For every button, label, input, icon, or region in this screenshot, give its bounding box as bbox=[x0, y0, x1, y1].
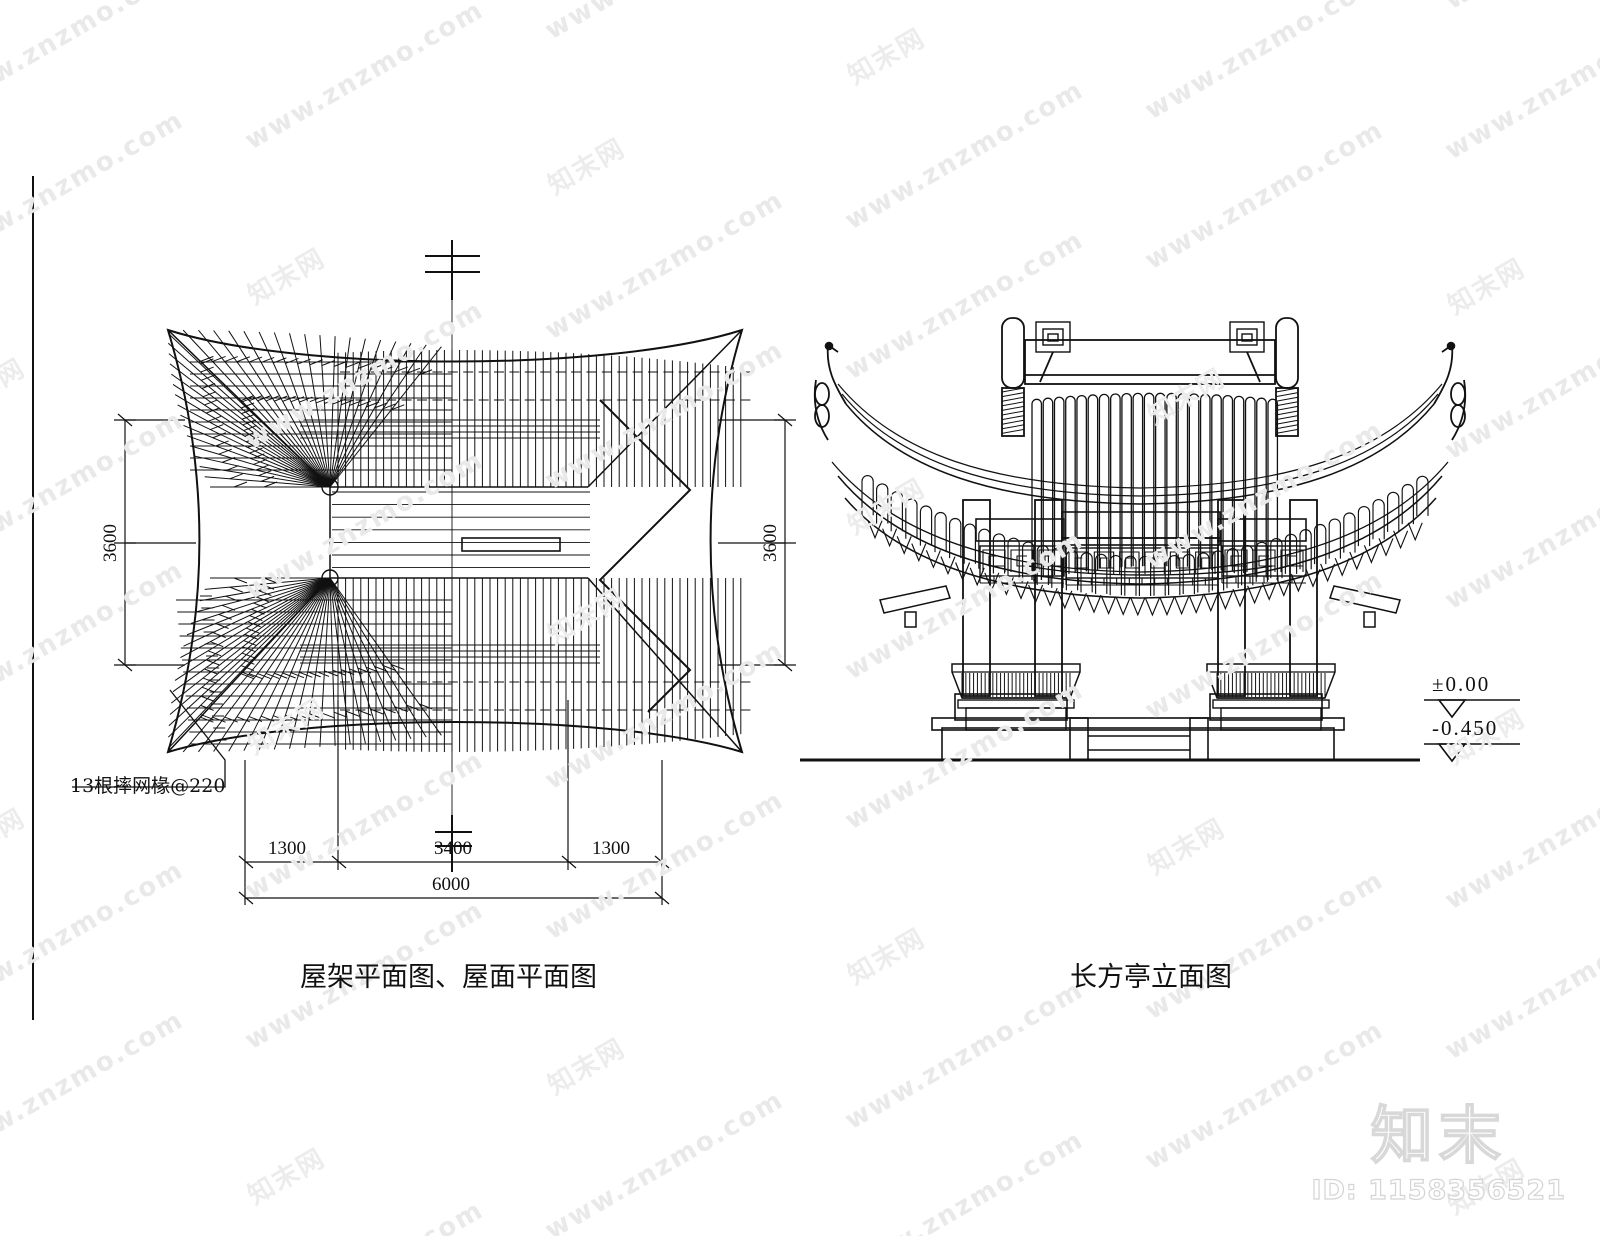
roof-outline bbox=[166, 328, 744, 754]
dim-3600-right: 3600 bbox=[760, 524, 781, 562]
column-plinths bbox=[954, 693, 1323, 721]
dim-6000-total: 6000 bbox=[432, 874, 470, 895]
columns bbox=[962, 499, 1318, 697]
drip-tile-row bbox=[867, 520, 1423, 617]
plan-centerline-axis bbox=[425, 240, 480, 872]
dim-3600-left: 3600 bbox=[100, 524, 121, 562]
roof-assembly bbox=[831, 383, 1449, 599]
ridge-post-hatching bbox=[1001, 387, 1299, 434]
fan-rafters-upper bbox=[167, 329, 452, 488]
architrave-beams bbox=[975, 511, 1307, 546]
roof-tile-ribs bbox=[1027, 392, 1279, 581]
roof-fold-lines bbox=[598, 399, 692, 713]
elevation-drawing bbox=[800, 317, 1520, 762]
podium-base bbox=[931, 717, 1345, 761]
dim-1300-left: 1300 bbox=[268, 838, 306, 859]
bench-railing-right bbox=[1206, 663, 1336, 731]
eave-tile-row bbox=[861, 475, 1429, 596]
dim-horizontal-chain bbox=[238, 700, 670, 905]
level-marker-0 bbox=[1424, 699, 1520, 718]
roof-plan-title: 屋架平面图、屋面平面图 bbox=[300, 962, 597, 993]
elevation-title: 长方亭立面图 bbox=[1070, 962, 1232, 993]
dim-1300-right: 1300 bbox=[592, 838, 630, 859]
roof-plan-drawing bbox=[72, 240, 796, 905]
roof-hip-lines bbox=[167, 329, 743, 753]
upturned-eave-horns bbox=[813, 341, 1467, 441]
dim-vertical-right bbox=[718, 413, 796, 672]
level-label-zero: ±0.00 bbox=[1432, 672, 1491, 696]
bench-railing-left bbox=[951, 663, 1081, 731]
dim-vertical-left bbox=[114, 413, 196, 672]
purlin-bands bbox=[300, 300, 600, 815]
rafter-note: 13根摔网椽@220 bbox=[70, 775, 226, 797]
corner-bracket-arms bbox=[879, 585, 1401, 628]
fan-rafters-lower bbox=[167, 577, 452, 753]
note-leader bbox=[72, 689, 226, 788]
ridge-beam-symbol bbox=[461, 537, 561, 552]
level-marker-minus450 bbox=[1424, 743, 1520, 762]
level-label-minus: -0.450 bbox=[1432, 716, 1499, 740]
dim-3400-center: 3400 bbox=[434, 838, 472, 859]
roof-ridge bbox=[1001, 317, 1299, 437]
